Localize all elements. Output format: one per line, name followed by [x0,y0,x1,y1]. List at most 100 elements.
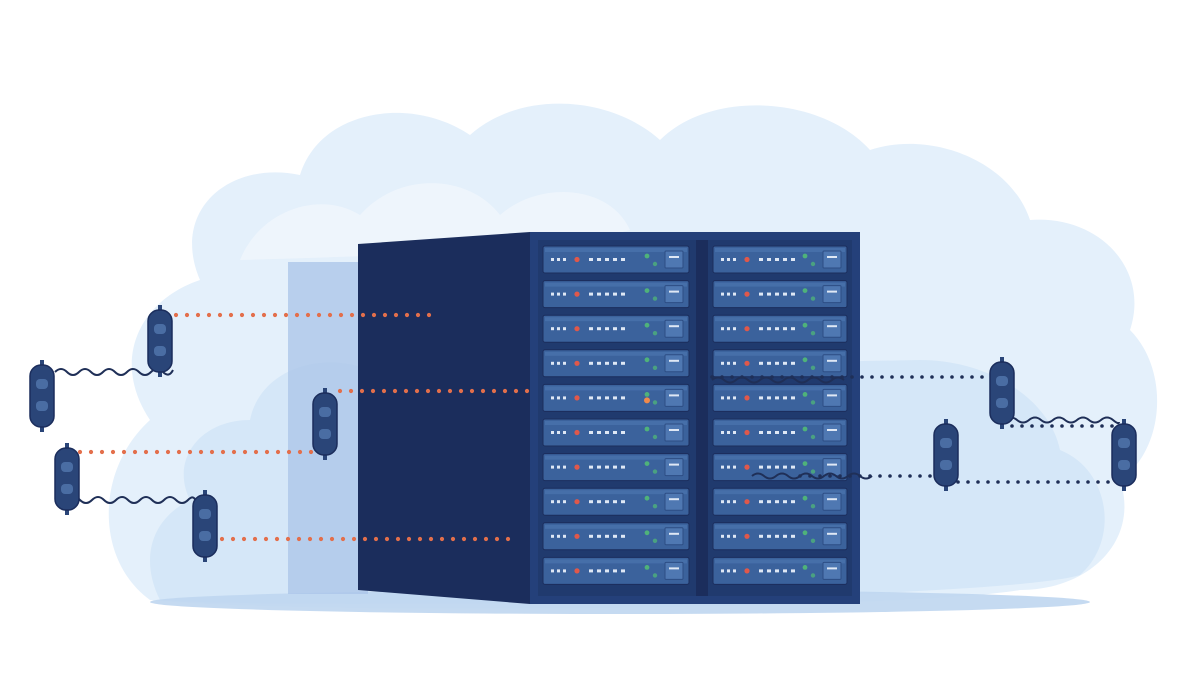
drive-slot [827,290,837,293]
drive-bay [664,423,684,442]
server-unit [542,314,690,343]
link-dot [121,449,127,455]
drive-slot [827,256,837,258]
dotted-link [1010,424,1114,428]
status-led-green [810,261,816,267]
server-unit-bevel [545,524,687,529]
link-dot [286,449,292,455]
link-dot [206,312,212,318]
link-dot [176,449,182,455]
link-dot [417,536,423,542]
connector-body [192,494,218,558]
link-dot [870,375,874,379]
indicator-light [551,431,554,434]
link-dot [373,536,379,542]
link-dot [1030,424,1034,428]
indicator-light [733,361,736,365]
link-dot [480,388,486,394]
indicator-light [727,361,730,365]
link-dot [428,536,434,542]
link-dot [1040,424,1044,428]
link-dot [329,536,335,542]
indicator-light [733,431,736,434]
indicator-light [733,569,736,573]
link-dot [384,536,390,542]
connector-port [996,376,1008,386]
dotted-link [956,480,1110,484]
drive-bay [822,250,842,269]
link-dot [274,536,280,542]
status-led-green [810,331,816,336]
link-dot [349,312,355,318]
link-dot [918,474,922,478]
link-dot [850,375,854,379]
server-unit-bevel [545,455,687,460]
server-unit [542,280,690,309]
indicator-light [557,431,560,434]
link-dot [187,449,193,455]
indicator-light [621,431,625,434]
server-unit [542,487,690,516]
indicator-light [613,465,617,469]
indicator-light [733,534,736,538]
drive-slot [827,463,837,466]
indicator-light [733,327,736,331]
link-dot [966,480,970,484]
indicator-light [589,396,593,400]
link-dot [1060,424,1064,428]
connector-port [940,438,952,448]
network-connector [989,357,1015,429]
wires-right [711,376,1120,480]
link-dot [272,312,278,318]
indicator-light [791,327,795,331]
indicator-light [557,569,560,573]
link-dot [450,536,456,542]
link-dot [338,312,344,318]
link-dot [305,312,311,318]
link-dot [888,474,892,478]
indicator-light [589,327,593,331]
left-network [29,305,530,562]
indicator-light [589,569,593,573]
indicator-light [791,258,795,261]
connector-cap [1122,419,1126,427]
link-dot [415,312,421,318]
status-led-green [644,461,650,466]
status-led-green [802,495,808,501]
connectors-left [29,305,338,562]
indicator-light [621,500,625,504]
indicator-light [597,465,601,469]
indicator-light [605,258,609,261]
link-dot [165,449,171,455]
indicator-light [613,500,617,504]
indicator-light [759,500,763,504]
link-dot [920,375,924,379]
indicator-light [551,292,554,296]
link-dot [132,449,138,455]
dotted-links-right [710,375,1114,484]
server-unit-bevel [545,317,687,322]
status-led-green [810,365,816,370]
link-dot [950,375,954,379]
indicator-light [727,500,730,504]
indicator-light [721,500,724,504]
link-dot [1106,480,1110,484]
indicator-light [557,361,560,365]
dotted-links-left [77,312,530,542]
indicator-light [557,500,560,504]
drive-bay [664,388,684,407]
drive-slot [827,498,837,501]
indicator-light [783,327,787,331]
status-led-green [652,261,658,267]
server-unit-face [712,556,848,585]
right-network [710,357,1137,491]
status-led-green [652,365,658,370]
indicator-light [759,396,763,400]
indicator-light [759,361,763,365]
dotted-link [219,536,511,542]
connector-cap [323,388,327,396]
indicator-light [597,431,601,434]
server-unit [712,453,848,482]
status-led-green [644,253,650,259]
